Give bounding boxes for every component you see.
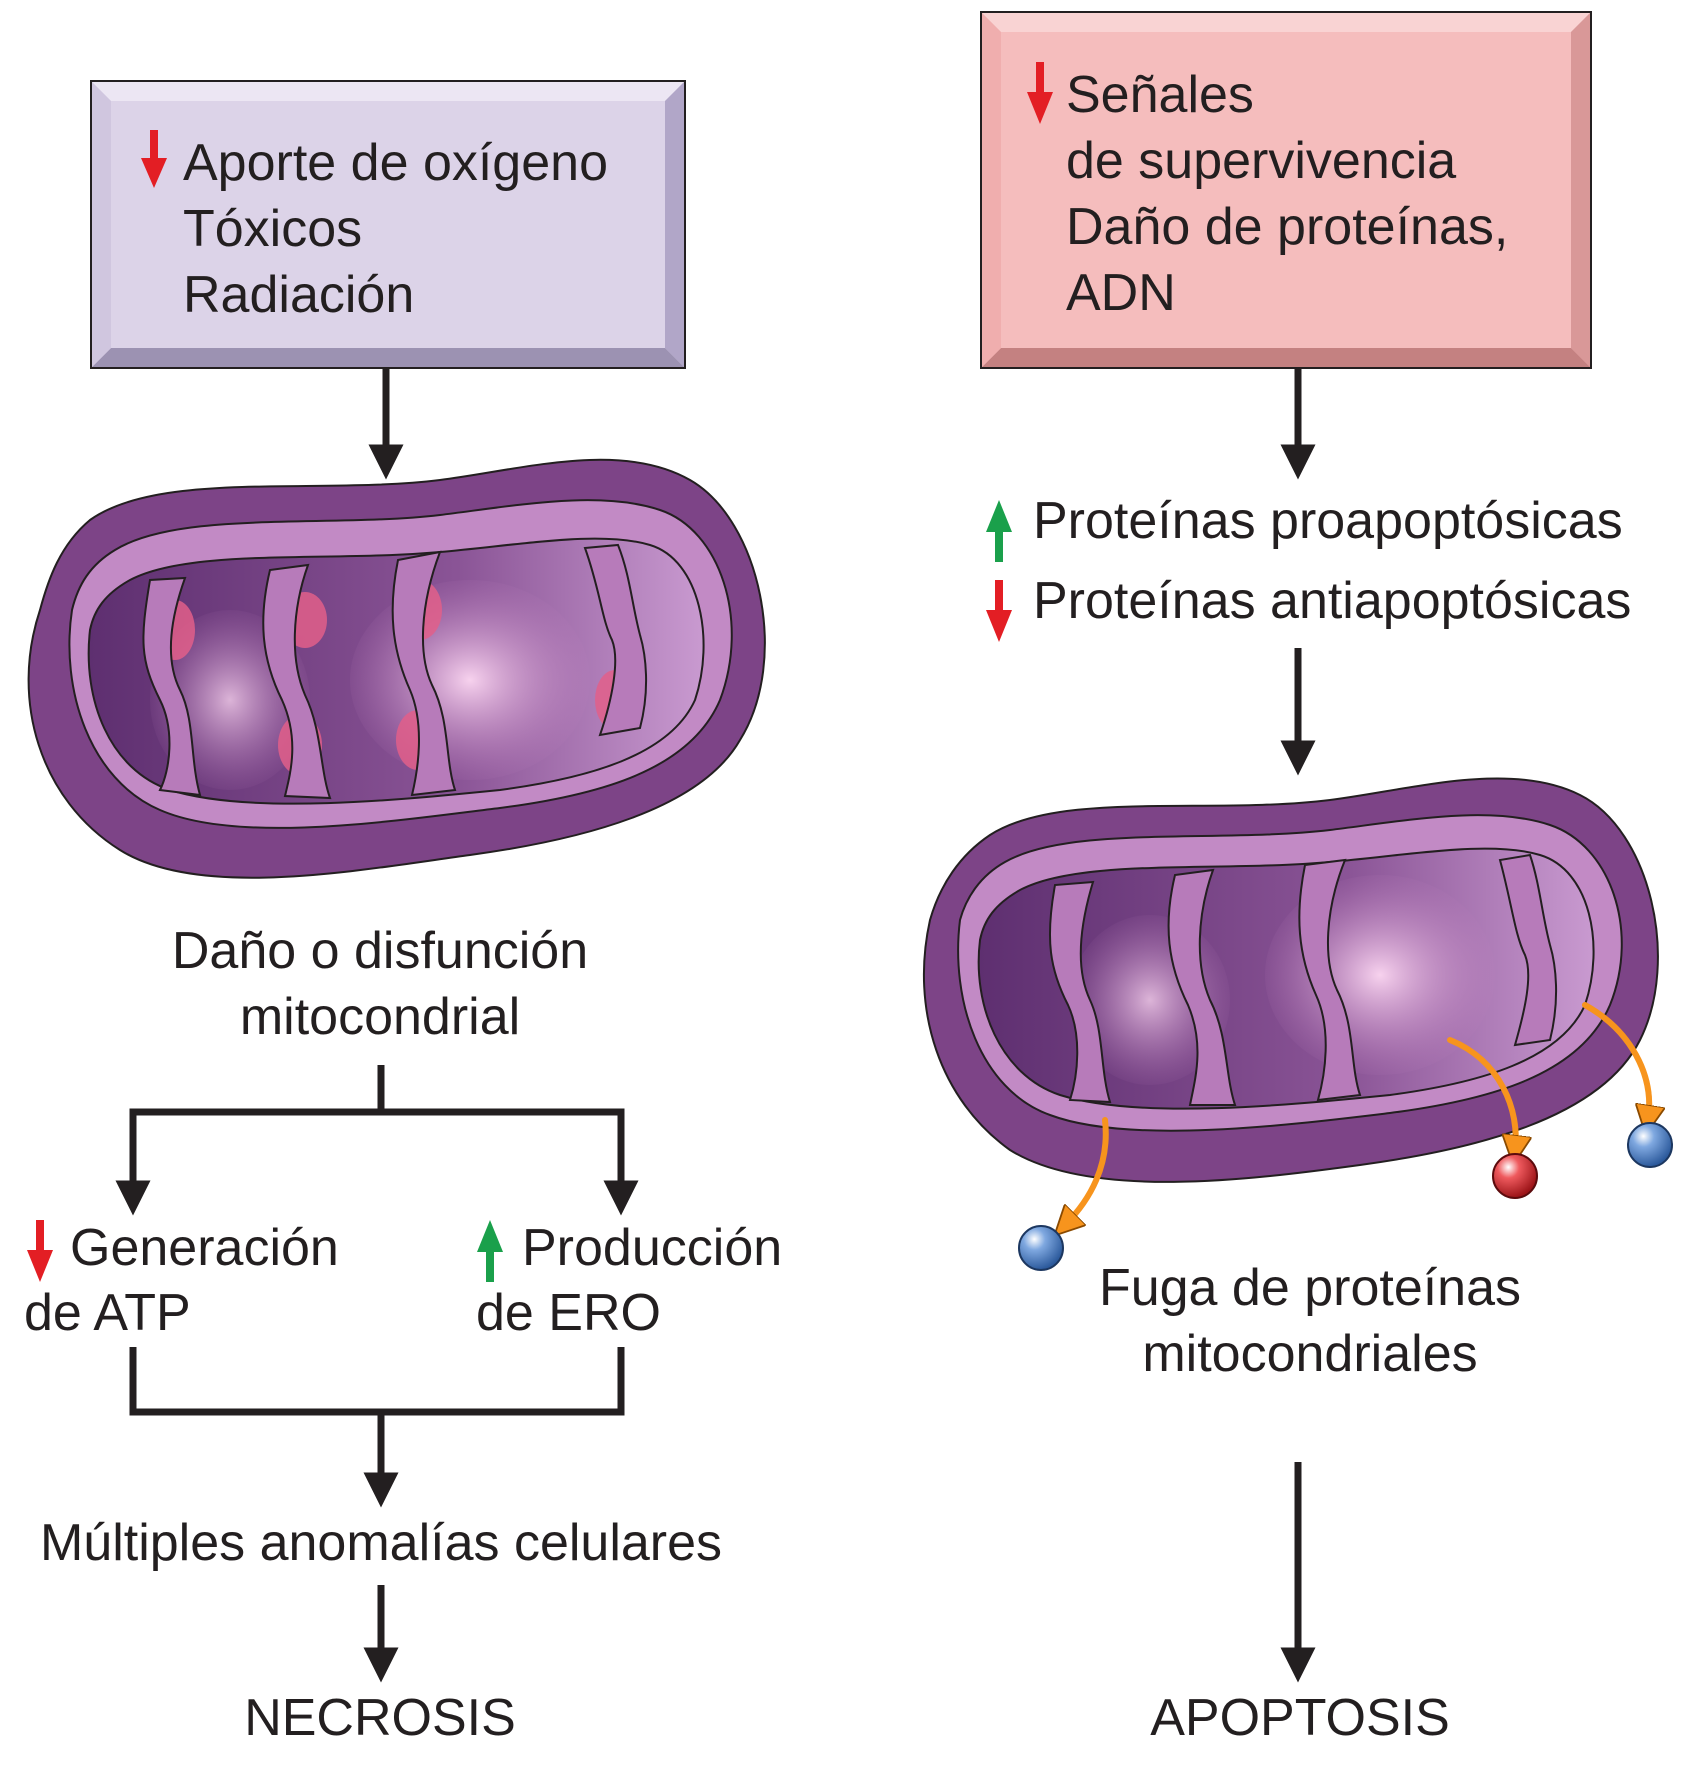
- red-protein: [1492, 1153, 1538, 1199]
- mitochondrion-leaking: [923, 777, 1659, 1183]
- leak-arrows: [1065, 1002, 1649, 1225]
- cellular-abnormalities-label: Múltiples anomalías celulares: [39, 1514, 723, 1572]
- proapoptotic-proteins-label: Proteínas proapoptósicas: [1033, 492, 1623, 550]
- apoptosis-cause-line1: Señales: [1066, 66, 1254, 124]
- leak-label-line1: Fuga de proteínas: [1098, 1259, 1522, 1317]
- antiapoptotic-proteins-label: Proteínas antiapoptósicas: [1033, 572, 1632, 630]
- mitochondrion-damaged: [27, 458, 766, 879]
- red-down-arrow-icon: [141, 130, 167, 188]
- apoptosis-cause-line2: de supervivencia: [1066, 132, 1457, 190]
- apoptosis-cause-line4: ADN: [1066, 264, 1176, 322]
- mito-damage-label-line1: Daño o disfunción: [171, 922, 589, 980]
- necrosis-cause-box: [90, 80, 686, 369]
- red-down-arrow-icon: [1027, 62, 1053, 124]
- red-down-arrow-icon: [986, 580, 1012, 642]
- necrosis-outcome: NECROSIS: [244, 1689, 516, 1747]
- blue-protein: [1627, 1122, 1673, 1168]
- necrosis-cause-line2: Tóxicos: [183, 200, 363, 258]
- green-up-arrow-icon: [477, 1220, 503, 1282]
- join-connector: [129, 1347, 625, 1416]
- blue-protein: [1018, 1225, 1064, 1271]
- ros-label-line1: Producción: [522, 1219, 783, 1277]
- apoptosis-cause-box: [980, 11, 1592, 369]
- flow-arrows: [115, 368, 1316, 1683]
- atp-label-line1: Generación: [70, 1219, 339, 1277]
- apoptosis-cause-line3: Daño de proteínas,: [1066, 198, 1509, 256]
- leak-label-line2: mitocondriales: [1142, 1325, 1478, 1383]
- green-up-arrow-icon: [986, 500, 1012, 562]
- apoptosis-outcome: APOPTOSIS: [1150, 1689, 1450, 1747]
- red-down-arrow-icon: [27, 1220, 53, 1282]
- ros-label-line2: de ERO: [476, 1284, 661, 1342]
- necrosis-cause-line1: Aporte de oxígeno: [183, 134, 608, 192]
- necrosis-cause-line3: Radiación: [183, 266, 415, 324]
- mito-damage-label-line2: mitocondrial: [239, 988, 521, 1046]
- atp-label-line2: de ATP: [24, 1284, 191, 1342]
